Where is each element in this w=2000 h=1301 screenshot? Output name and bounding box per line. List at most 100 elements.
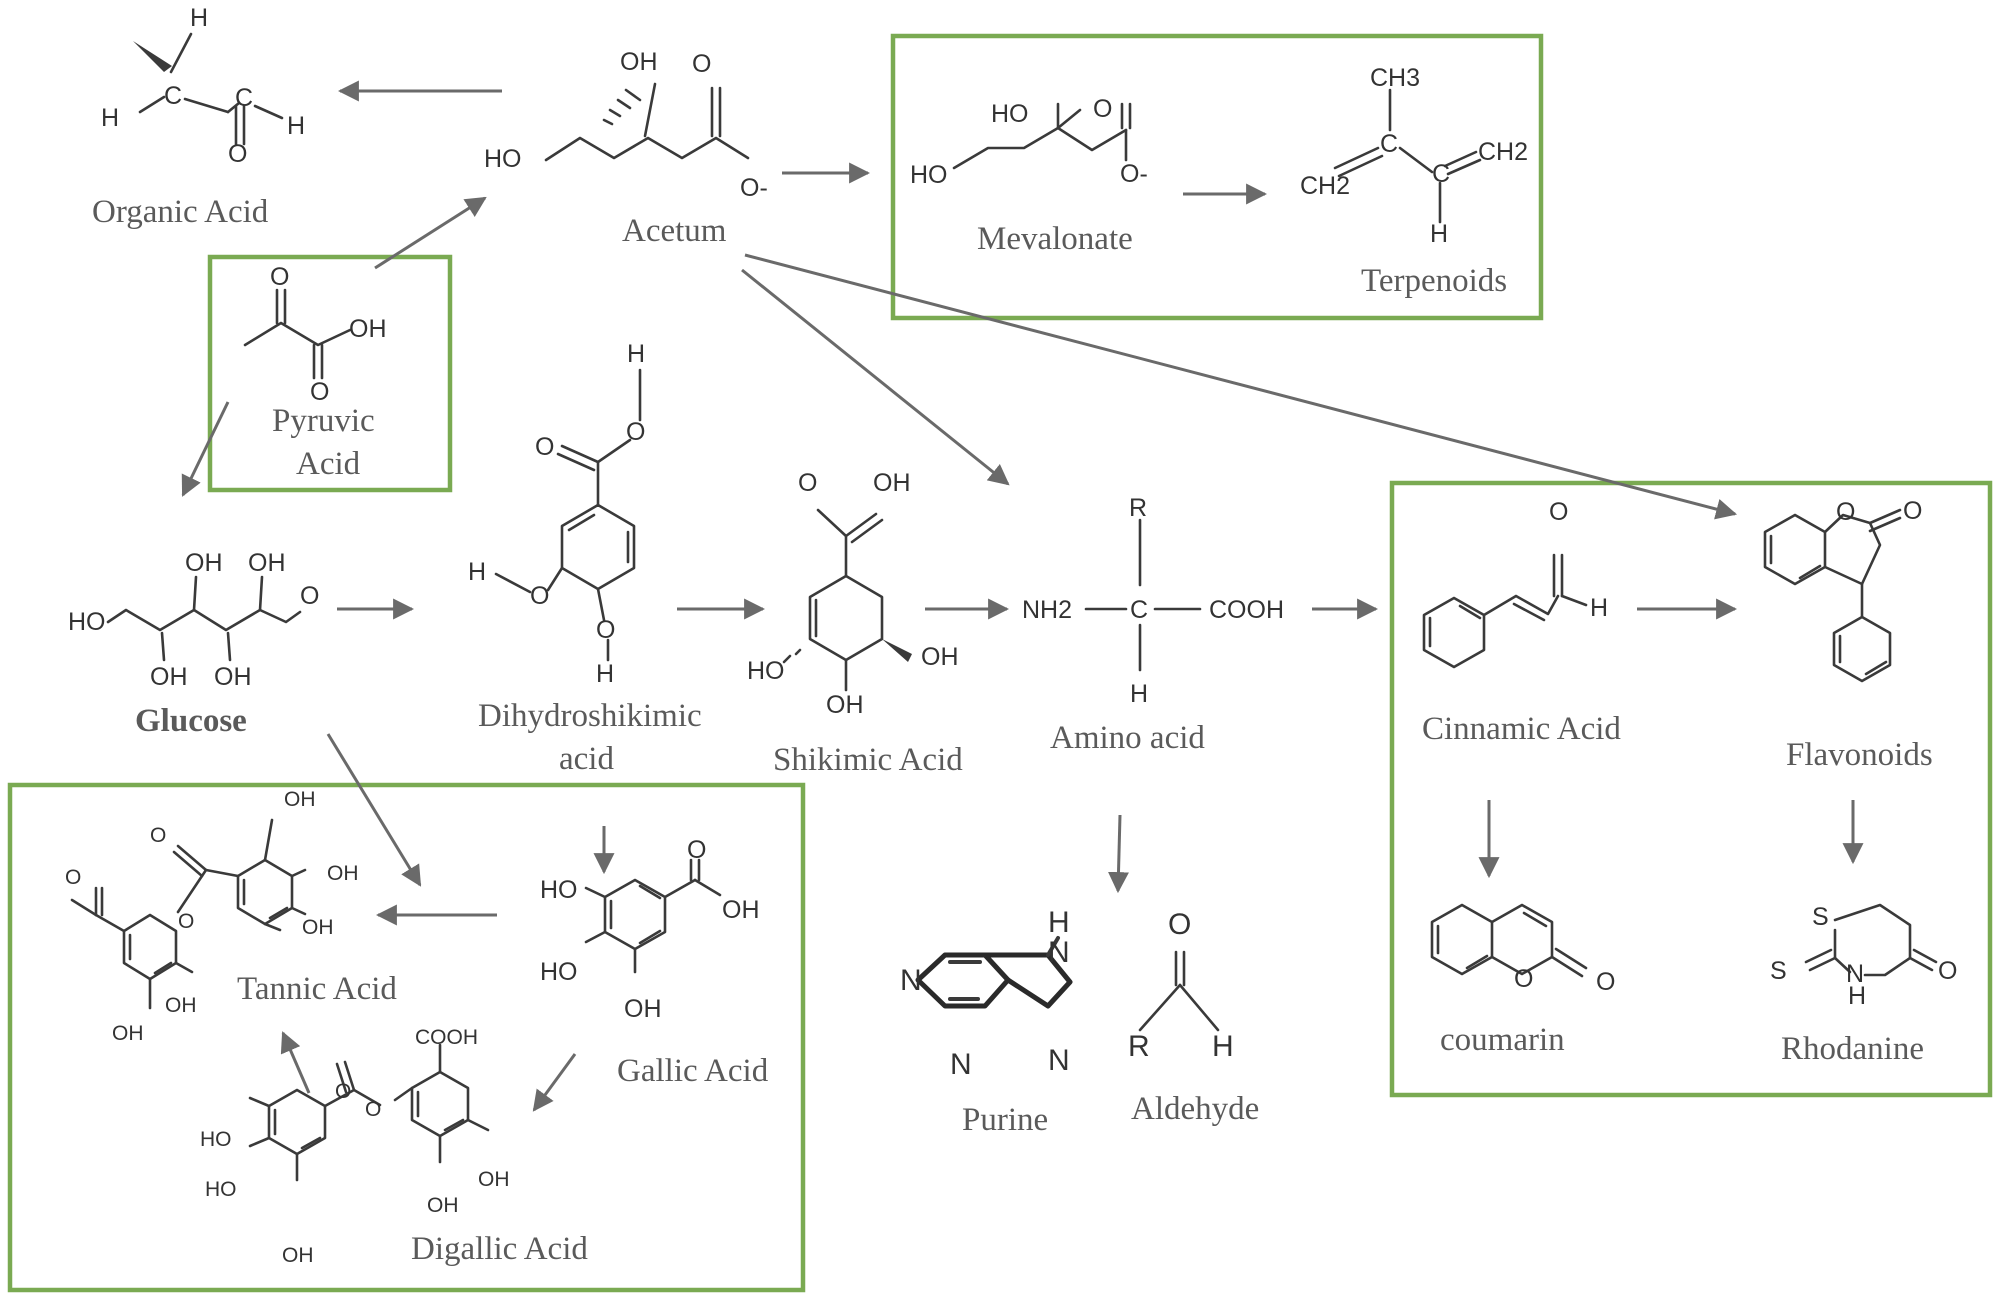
atom-ho: HO	[991, 100, 1029, 128]
coumarin-label: coumarin	[1440, 1022, 1565, 1058]
arrow-amino-acid-to-purine	[1108, 814, 1129, 894]
atom-o: O	[65, 866, 81, 889]
atom-o: O	[1938, 957, 1957, 985]
atom-ho: HO	[484, 145, 522, 173]
atom-o: O	[1093, 95, 1112, 123]
pyruvic-group-box	[207, 254, 453, 493]
atom-o: O	[365, 1098, 381, 1121]
wedge-bond	[882, 639, 912, 662]
terpenoids-label: Terpenoids	[1361, 263, 1507, 299]
atom-h: H	[468, 558, 486, 586]
organic-acid-structure: H H C C O H	[101, 4, 305, 168]
purine-structure: N N H N N	[900, 906, 1073, 1081]
mevalonate-structure: HO O HO O-	[910, 95, 1148, 189]
arrow-acetum-to-flavonoids	[744, 253, 1738, 520]
atom-o-minus: O-	[740, 174, 768, 202]
atom-n: N	[900, 964, 922, 997]
aldehyde-label: Aldehyde	[1131, 1091, 1259, 1127]
atom-ch3: CH3	[1370, 64, 1420, 92]
atom-ho: HO	[205, 1178, 237, 1201]
acetum-structure: OH O HO O-	[484, 48, 768, 202]
atom-oh: OH	[302, 916, 334, 939]
atom-ho: HO	[747, 657, 785, 685]
atom-o: O	[1596, 968, 1615, 996]
terpenoids-structure: CH3 C CH2 C CH2 H	[1300, 64, 1528, 248]
atom-r: R	[1128, 1030, 1150, 1063]
atom-oh: OH	[620, 48, 658, 76]
pyruvic-acid-structure: O OH O	[243, 263, 387, 406]
tannic-acid-structure: OH O OH OH O O OH OH	[65, 788, 359, 1045]
acetum-label: Acetum	[622, 213, 727, 249]
atom-cooh: COOH	[1209, 596, 1284, 624]
flavonoids-structure: O O	[1763, 497, 1922, 683]
atom-oh: OH	[214, 663, 252, 691]
atom-h: H	[1130, 680, 1148, 708]
atom-h: H	[1212, 1030, 1234, 1063]
atom-h: H	[1430, 220, 1448, 248]
atom-c: C	[1130, 596, 1148, 624]
cinnamic-structure: O H	[1422, 498, 1608, 669]
amino-acid-label: Amino acid	[1050, 720, 1205, 756]
atom-ch2: CH2	[1478, 138, 1528, 166]
atom-h: H	[1048, 906, 1070, 939]
atom-o: O	[270, 263, 289, 291]
atom-oh: OH	[427, 1194, 459, 1217]
dihydroshikimic-label-line1: Dihydroshikimic	[478, 698, 702, 734]
coumarin-structure: O O	[1430, 903, 1615, 996]
pathway-arrows	[181, 80, 1864, 1112]
atom-o: O	[535, 433, 554, 461]
arrow-pyruvic-to-glucose	[181, 401, 230, 497]
arrow-digallic-to-tannic	[280, 1031, 311, 1094]
atom-ho: HO	[540, 876, 578, 904]
atom-o: O	[150, 824, 166, 847]
atom-o: O	[626, 418, 645, 446]
atom-ho: HO	[68, 608, 106, 636]
atom-n: N	[1048, 936, 1070, 969]
organic-acid-label: Organic Acid	[92, 194, 269, 230]
digallic-acid-label: Digallic Acid	[411, 1231, 588, 1267]
atom-o: O	[798, 469, 817, 497]
atom-o: O	[596, 616, 615, 644]
atom-n: N	[950, 1048, 972, 1081]
glucose-label: Glucose	[135, 703, 247, 739]
pyruvic-label-line2: Acid	[296, 446, 361, 482]
atom-o: O	[692, 50, 711, 78]
terpenoid-group-box	[890, 33, 1544, 321]
atom-c: C	[1380, 130, 1398, 158]
atom-o: O	[1549, 498, 1568, 526]
dihydroshikimic-structure: H O O H O O H	[468, 340, 645, 688]
atom-o: O	[1903, 497, 1922, 525]
atom-s: S	[1812, 903, 1829, 931]
atom-o: O	[335, 1080, 351, 1103]
arrow-gallic-to-digallic	[532, 1053, 577, 1112]
atom-nh2: NH2	[1022, 596, 1072, 624]
arrow-pyruvic-to-acetum	[374, 196, 487, 270]
atom-oh: OH	[327, 862, 359, 885]
glucose-structure: OH OH HO O OH OH	[68, 549, 319, 691]
atom-o: O	[1836, 498, 1855, 526]
atom-oh: OH	[722, 896, 760, 924]
atom-o-minus: O-	[1120, 160, 1148, 188]
aldehyde-structure: O R H	[1128, 908, 1234, 1063]
atom-oh: OH	[826, 691, 864, 719]
gallic-acid-structure: O OH HO HO OH	[540, 836, 760, 1023]
atom-ho: HO	[910, 161, 948, 189]
shikimic-structure: O OH HO OH OH	[747, 469, 959, 719]
rhodanine-structure: S S N H O	[1770, 903, 1957, 1010]
atom-oh: OH	[185, 549, 223, 577]
atom-s: S	[1770, 957, 1787, 985]
phenylpropanoid-group-box	[1389, 480, 1993, 1098]
tannic-acid-label: Tannic Acid	[237, 971, 397, 1007]
atom-oh: OH	[165, 994, 197, 1017]
rhodanine-label: Rhodanine	[1781, 1031, 1924, 1067]
tannin-group-box	[7, 782, 806, 1293]
atom-ho: HO	[200, 1128, 232, 1151]
atom-oh: OH	[624, 995, 662, 1023]
amino-acid-structure: R NH2 C COOH H	[1022, 494, 1284, 708]
atom-o: O	[178, 910, 194, 933]
atom-o: O	[228, 140, 247, 168]
atom-o: O	[687, 836, 706, 864]
mevalonate-label: Mevalonate	[977, 221, 1133, 257]
